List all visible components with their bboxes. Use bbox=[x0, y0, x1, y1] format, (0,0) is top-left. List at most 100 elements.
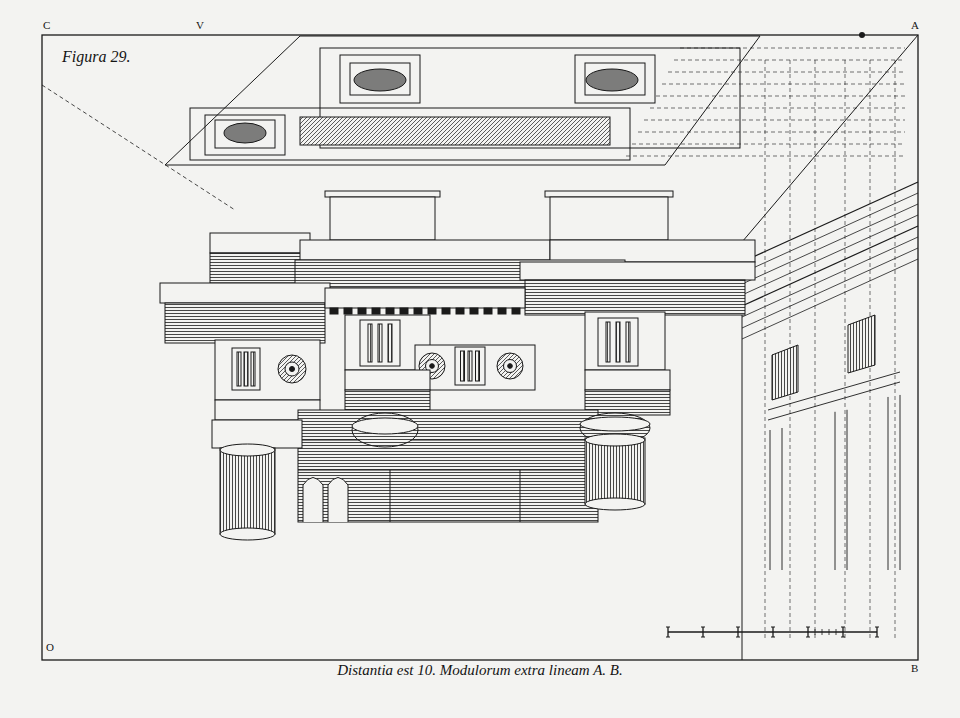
projection-line bbox=[895, 60, 896, 640]
course-line bbox=[298, 440, 598, 441]
frieze bbox=[215, 340, 320, 400]
text-holder: Figura 29. bbox=[62, 48, 130, 66]
triglyph bbox=[232, 348, 260, 390]
projection-line bbox=[626, 156, 905, 157]
column-ring bbox=[220, 444, 275, 456]
niche-arch bbox=[303, 478, 323, 523]
point-mark bbox=[859, 32, 865, 38]
dentil bbox=[512, 308, 520, 314]
course-line bbox=[298, 470, 598, 471]
dentil bbox=[344, 308, 352, 314]
scale-tick bbox=[702, 627, 703, 637]
projection-line bbox=[662, 84, 905, 85]
scale-tick bbox=[666, 637, 670, 638]
wall-block bbox=[298, 410, 598, 522]
rosette bbox=[497, 353, 523, 379]
scale-tick bbox=[875, 637, 879, 638]
dentil bbox=[414, 308, 422, 314]
cornice-line bbox=[742, 204, 918, 284]
scale-tick bbox=[822, 629, 823, 635]
course-line bbox=[390, 470, 391, 522]
text-holder: C bbox=[43, 19, 50, 31]
projection-line bbox=[656, 96, 905, 97]
cornice-line bbox=[742, 215, 918, 295]
dentil bbox=[400, 308, 408, 314]
top-block bbox=[330, 197, 435, 240]
cornice-line bbox=[768, 382, 900, 420]
coffer-outline bbox=[205, 115, 285, 155]
cornice bbox=[300, 240, 550, 260]
triglyph bbox=[360, 320, 400, 366]
scale-tick bbox=[806, 637, 810, 638]
point-letter: V bbox=[196, 19, 204, 31]
text-holder: O bbox=[46, 641, 54, 653]
cornice-line bbox=[742, 182, 918, 262]
dentil bbox=[456, 308, 464, 314]
cornice-soffit bbox=[165, 303, 325, 343]
projection-line bbox=[845, 60, 846, 640]
projection-line bbox=[674, 60, 905, 61]
coffer-oval bbox=[354, 69, 406, 91]
coffer-outline bbox=[215, 120, 275, 148]
pilaster-line bbox=[835, 412, 836, 570]
cornice-line bbox=[742, 226, 918, 306]
triglyph-groove bbox=[606, 322, 610, 362]
pilaster-line bbox=[770, 430, 771, 570]
triglyph-groove bbox=[616, 322, 620, 362]
cornice-line bbox=[742, 237, 918, 317]
ceiling-plan bbox=[165, 36, 760, 165]
scale-tick bbox=[667, 627, 668, 637]
scale-tick bbox=[875, 627, 879, 628]
capital-echinus bbox=[580, 417, 650, 431]
scale-tick bbox=[701, 637, 705, 638]
triglyph-groove bbox=[251, 352, 255, 386]
dentil bbox=[498, 308, 506, 314]
triglyph-groove bbox=[461, 351, 465, 381]
column-shaft bbox=[585, 438, 645, 504]
architrave bbox=[585, 370, 670, 390]
point-letter: A bbox=[911, 19, 919, 31]
coffer-outline bbox=[575, 55, 655, 103]
dentil bbox=[442, 308, 450, 314]
pilaster-line bbox=[888, 397, 889, 570]
pilaster-line bbox=[847, 410, 848, 570]
projection-line bbox=[680, 48, 905, 49]
coffer-oval bbox=[586, 69, 638, 91]
block-cap bbox=[545, 191, 673, 197]
coffer-oval bbox=[224, 123, 266, 143]
coffer-outline bbox=[340, 55, 420, 103]
coffer-outline bbox=[585, 63, 645, 95]
projection-line bbox=[638, 132, 905, 133]
caption: Distantia est 10. Modulorum extra lineam… bbox=[337, 662, 623, 679]
cornice bbox=[325, 288, 525, 308]
dentil bbox=[358, 308, 366, 314]
capital-echinus bbox=[352, 413, 418, 447]
top-block bbox=[210, 233, 310, 253]
column-shaft bbox=[220, 448, 275, 534]
block-cap bbox=[325, 191, 440, 197]
shadow-band bbox=[300, 117, 610, 145]
wall-edge bbox=[742, 35, 918, 242]
scale-tick bbox=[841, 637, 845, 638]
column-end bbox=[220, 528, 275, 540]
scale-tick bbox=[666, 627, 670, 628]
projection-line bbox=[632, 144, 905, 145]
scale-tick bbox=[836, 629, 837, 635]
dentil bbox=[470, 308, 478, 314]
rosette bbox=[508, 364, 513, 369]
triglyph-groove bbox=[237, 352, 241, 386]
triglyph-groove bbox=[244, 352, 248, 386]
projection-line bbox=[668, 72, 905, 73]
rosette bbox=[285, 362, 299, 376]
scale-tick bbox=[771, 627, 775, 628]
dentil bbox=[372, 308, 380, 314]
triglyph-groove bbox=[378, 324, 382, 362]
cornice-line bbox=[768, 372, 900, 410]
text-holder: A bbox=[911, 19, 919, 31]
rosette bbox=[289, 366, 294, 371]
dentil bbox=[484, 308, 492, 314]
projection-line bbox=[650, 108, 905, 109]
scale-tick bbox=[737, 627, 738, 637]
triglyph-groove bbox=[468, 351, 472, 381]
